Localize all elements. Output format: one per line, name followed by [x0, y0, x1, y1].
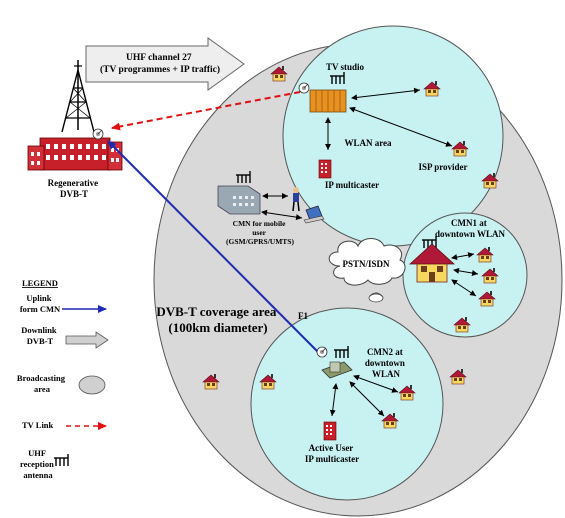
- legend-antenna-icon: [53, 453, 69, 467]
- pstn-label: PSTN/ISDN: [342, 259, 390, 269]
- svg-text:UHF reception antenna: UHF reception antenna: [20, 448, 56, 480]
- mobile-user-icon: [292, 187, 300, 212]
- ip-multicaster-label: IP multicaster: [325, 180, 379, 190]
- cmn-mobile-label-line3: (GSM/GPRS/UMTS): [226, 237, 294, 246]
- active-user-label-line2: IP multicaster: [305, 454, 359, 464]
- wlan-area-cmn2: [250, 307, 444, 501]
- legend-title: LEGEND: [22, 278, 58, 288]
- link-cmn1-house-3: [451, 279, 477, 297]
- legend-downlink-line1: Downlink: [21, 325, 57, 335]
- tower-label-line2: DVB-T: [60, 189, 88, 199]
- ip-multicaster-icon: [318, 159, 332, 179]
- regenerative-dvbt-building-icon: [27, 137, 123, 171]
- cmn1-label-line2: downtown WLAN: [435, 229, 506, 239]
- svg-text:CMN1 at downtown WLAN: CMN1 at downtown WLAN: [435, 218, 506, 239]
- svg-text:Regenerative DVB-T: Regenerative DVB-T: [48, 178, 101, 199]
- pstn-cloud-icon: [328, 238, 406, 286]
- link-cmn-laptop: [261, 209, 303, 221]
- uhf-channel-subtitle: (TV programmes + IP traffic): [100, 64, 220, 75]
- isp-provider-label: ISP provider: [418, 162, 467, 172]
- wlan-area-label: WLAN area: [344, 138, 392, 148]
- coverage-label-line2: (100km diameter): [168, 320, 267, 335]
- link-cmn1-house-2: [453, 267, 479, 276]
- uplink-line: [107, 140, 319, 353]
- legend-tvlink-label: TV Link: [22, 420, 54, 430]
- laptop-icon: [303, 205, 325, 224]
- link-cmn2-active-user: [329, 383, 339, 417]
- cmn-mobile-building-icon: [217, 185, 261, 215]
- tower-dish-icon: [92, 128, 104, 140]
- cmn-mobile-label-line1: CMN for mobile: [233, 219, 286, 228]
- cmn1-house-icon: [408, 243, 456, 283]
- legend-uhf-line1: UHF: [28, 448, 46, 458]
- legend-broadcast-line2: area: [34, 384, 51, 394]
- active-user-label-line1: Active User: [309, 443, 354, 453]
- link-studio-isp: [349, 106, 453, 147]
- phone-icon: [368, 292, 384, 303]
- svg-text:CMN for mobile user (G: CMN for mobile user (GSM/GPRS/UMTS): [226, 219, 294, 246]
- f1-label: F1: [298, 311, 308, 321]
- legend-downlink-arrow: [65, 331, 109, 349]
- cmn2-label-line3: WLAN: [372, 369, 401, 379]
- tv-studio-building-icon: [309, 89, 347, 113]
- legend-uhf-line3: antenna: [23, 470, 53, 480]
- coverage-label-line1: DVB-T coverage area: [156, 304, 277, 319]
- cmn-mobile-label-line2: user: [252, 228, 266, 237]
- cmn1-label-line1: CMN1 at: [451, 218, 487, 228]
- svg-text:Uplink form CMN: Uplink form CMN: [20, 293, 61, 314]
- cmn2-base-station-icon: [321, 361, 353, 379]
- legend-broadcast-line1: Broadcasting: [17, 373, 66, 383]
- tv-link-line: [111, 91, 301, 131]
- legend-broadcast-swatch: [78, 375, 106, 395]
- studio-dish-icon: [298, 82, 310, 94]
- svg-text:DVB-T coverage area (100km: DVB-T coverage area (100km diameter): [156, 304, 279, 335]
- tv-studio-label: TV studio: [326, 62, 365, 72]
- svg-text:Downlink DVB-T: Downlink DVB-T: [21, 325, 59, 346]
- legend-uplink-line1: Uplink: [26, 293, 51, 303]
- svg-text:Active User IP multicaster: Active User IP multicaster: [305, 443, 359, 464]
- link-cmn2-house-2: [349, 381, 385, 417]
- tower-label-line1: Regenerative: [48, 178, 98, 188]
- legend-downlink-line2: DVB-T: [27, 336, 54, 346]
- svg-text:Broadcasting area: Broadcasting area: [17, 373, 67, 394]
- uhf-channel-arrow: [85, 37, 245, 91]
- link-cmn1-house-1: [451, 252, 475, 261]
- legend-uplink-line2: form CMN: [20, 304, 61, 314]
- svg-text:CMN2 at downtown WLAN: CMN2 at downtown WLAN: [365, 347, 407, 379]
- uhf-channel-title: UHF channel 27: [126, 53, 192, 63]
- link-studio-house: [351, 87, 421, 101]
- cmn2-label-line1: CMN2 at: [367, 347, 403, 357]
- svg-text:UHF channel 27 (TV program: UHF channel 27 (TV programmes + IP traff…: [100, 53, 220, 75]
- active-user-multicaster-icon: [323, 421, 337, 441]
- transmitter-tower-icon: [61, 60, 95, 133]
- legend-uhf-line2: reception: [20, 459, 54, 469]
- cmn2-dish-icon: [316, 346, 328, 358]
- cmn2-label-line2: downtown: [365, 358, 405, 368]
